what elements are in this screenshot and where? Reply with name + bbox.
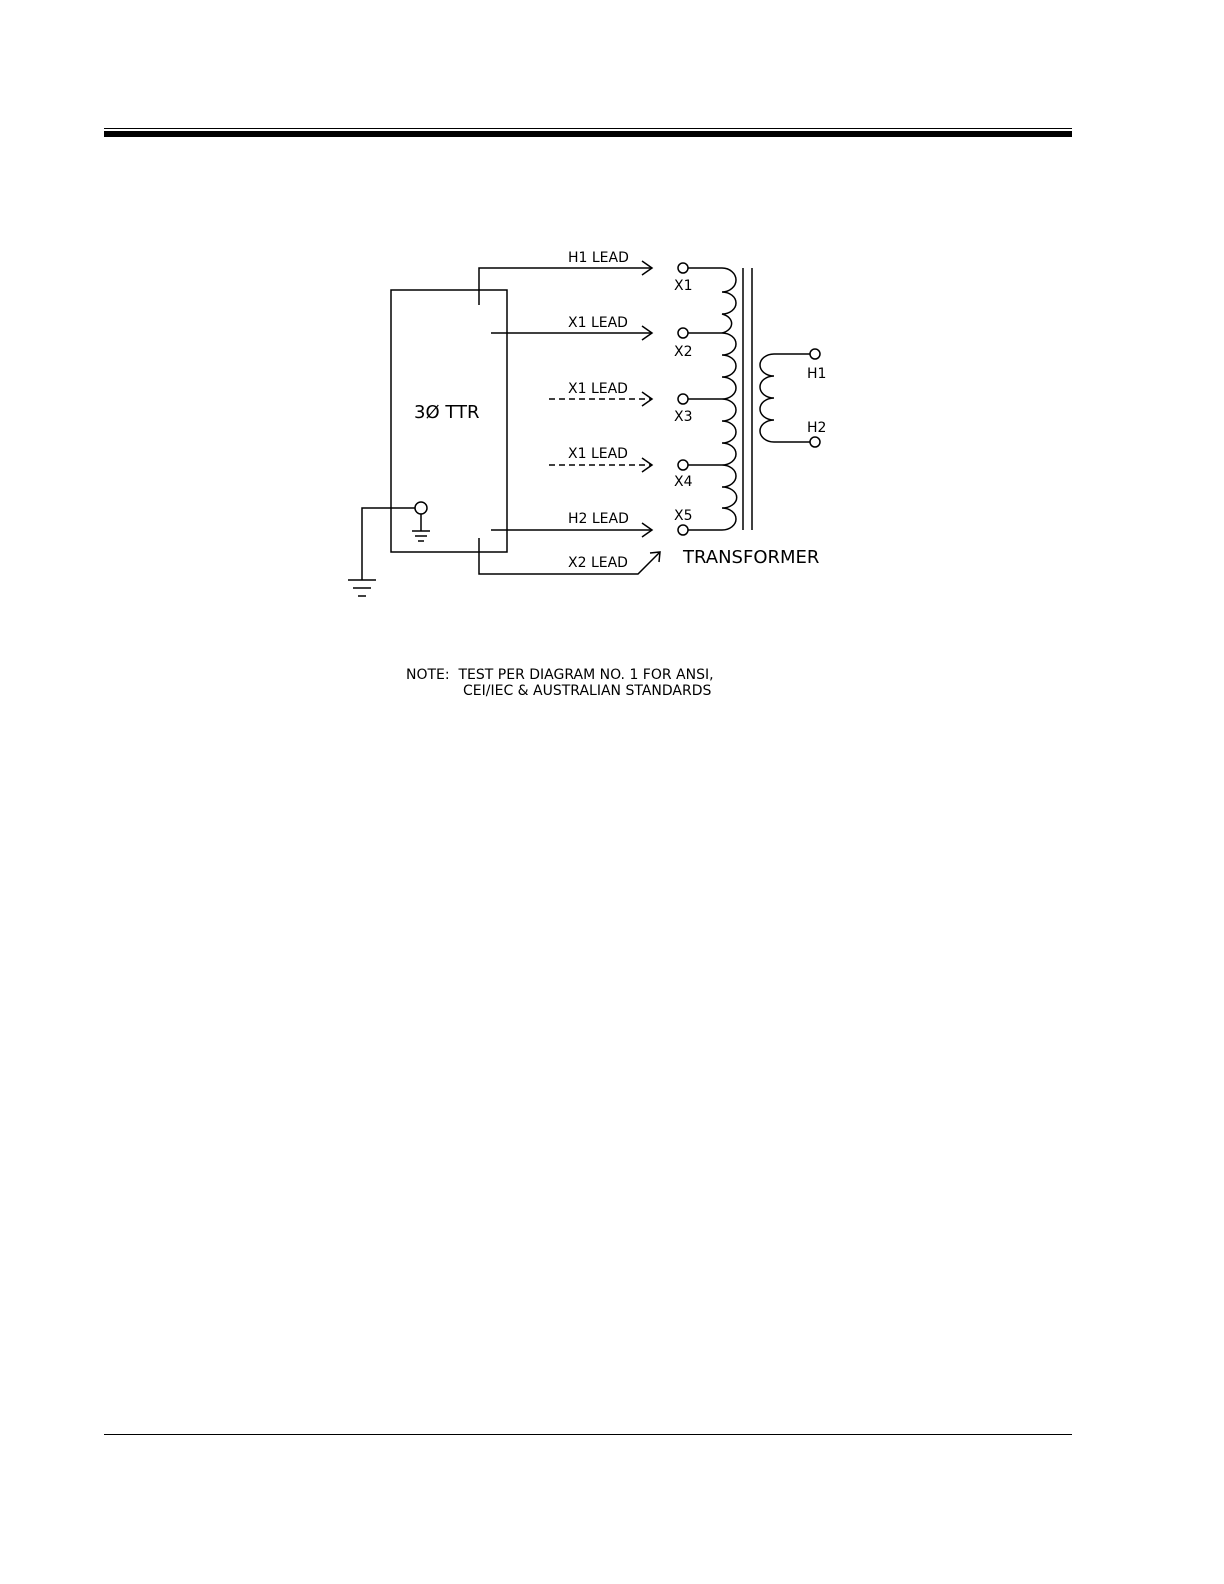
terminal-h2 xyxy=(810,437,820,447)
terminal-h1 xyxy=(810,349,820,359)
terminal-label: H2 xyxy=(807,420,826,436)
terminal-x3 xyxy=(678,394,688,404)
footer-rule xyxy=(104,1434,1072,1435)
terminal-label: X4 xyxy=(674,474,693,490)
terminal-label: X2 xyxy=(674,344,693,360)
lead-label: H2 LEAD xyxy=(568,511,629,527)
lead-label: X1 LEAD xyxy=(568,381,628,397)
lead-h1 xyxy=(479,261,652,305)
ttr-label: 3Ø TTR xyxy=(414,402,480,423)
terminal-x1 xyxy=(678,263,688,273)
high-side-winding xyxy=(760,354,790,442)
terminal-label: H1 xyxy=(807,366,826,382)
note-line-2: CEI/IEC & AUSTRALIAN STANDARDS xyxy=(463,683,711,699)
terminal-label: X1 xyxy=(674,278,693,294)
lead-label: X2 LEAD xyxy=(568,555,628,571)
lead-label: H1 LEAD xyxy=(568,250,629,266)
terminal-label: X5 xyxy=(674,508,693,524)
ground-terminal xyxy=(415,502,427,514)
terminal-x2 xyxy=(678,328,688,338)
ground-wire xyxy=(362,508,415,580)
terminal-label: X3 xyxy=(674,409,693,425)
low-side-winding xyxy=(722,268,737,530)
terminal-x4 xyxy=(678,460,688,470)
note-line-1: NOTE: TEST PER DIAGRAM NO. 1 FOR ANSI, xyxy=(406,667,714,683)
transformer-label: TRANSFORMER xyxy=(682,547,819,568)
lead-label: X1 LEAD xyxy=(568,446,628,462)
lead-label: X1 LEAD xyxy=(568,315,628,331)
earth-ground-icon xyxy=(348,580,376,596)
terminal-x5 xyxy=(678,525,688,535)
internal-ground-icon xyxy=(412,514,430,541)
